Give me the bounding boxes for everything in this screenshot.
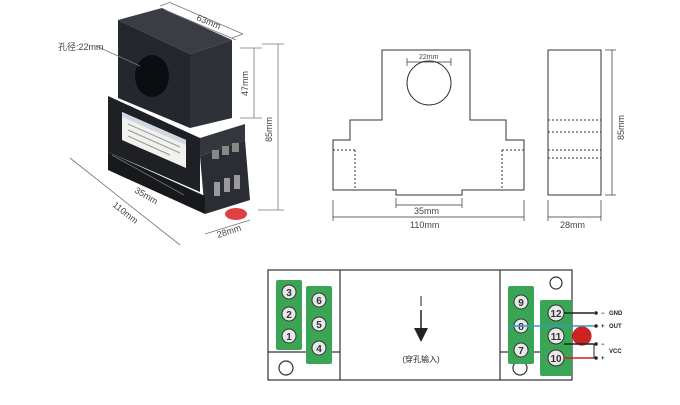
svg-text:7: 7 [518,346,524,357]
vcc-label: VCC [609,349,622,355]
terminal-pin-2: 2 [281,306,297,322]
terminal-pin-7: 7 [513,342,529,358]
svg-text:9: 9 [518,298,524,309]
front-dim-rail: 35mm [414,206,439,216]
svg-text:1: 1 [286,332,292,343]
svg-text:8: 8 [518,322,524,333]
terminal-pin-10: 10 [547,349,565,367]
vcc-plus: + [601,356,605,362]
terminal-pin-5: 5 [311,316,327,332]
hole-outline [406,60,452,106]
terminal-pin-9: 9 [513,294,529,310]
terminal-pin-4: 4 [311,340,327,356]
front-view-drawing [332,49,525,221]
svg-text:12: 12 [550,309,562,320]
terminal-pin-11: 11 [547,327,565,345]
gnd-minus: − [601,311,605,317]
terminal-pin-6: 6 [311,292,327,308]
dim-length-110: 110mm [111,200,140,226]
svg-text:6: 6 [316,296,322,307]
out-plus: + [601,324,605,330]
svg-text:11: 11 [551,332,562,343]
side-dim-depth: 28mm [560,220,585,230]
svg-text:5: 5 [316,320,322,331]
release-tab [225,208,247,220]
product-label [122,112,186,168]
terminal-pin-1: 1 [281,328,297,344]
dim-window-47: 47mm [240,71,250,96]
photo-dimensions [69,1,284,246]
input-note: (穿孔输入) [402,354,440,364]
svg-text:2: 2 [286,310,292,321]
gnd-label: GND [609,311,623,317]
dim-height-85: 85mm [264,117,274,142]
through-hole [135,55,169,97]
svg-text:10: 10 [550,354,562,365]
terminal-pin-12: 12 [547,304,565,322]
svg-text:4: 4 [316,344,322,355]
hole-diameter-label: 孔径:22mm [58,41,104,52]
dim-depth-28: 28mm [216,223,243,240]
out-label: OUT [609,324,622,330]
side-view-drawing [547,49,616,221]
side-dim-height: 85mm [616,115,626,140]
svg-text:3: 3 [286,288,292,299]
front-dim-length: 110mm [410,220,439,230]
output-wires [508,312,595,359]
terminal-pin-3: 3 [281,284,297,300]
vcc-minus: − [601,342,605,348]
input-arrow-icon [414,296,428,342]
product-photo [108,8,250,220]
front-dim-hole: 22mm [419,54,439,61]
